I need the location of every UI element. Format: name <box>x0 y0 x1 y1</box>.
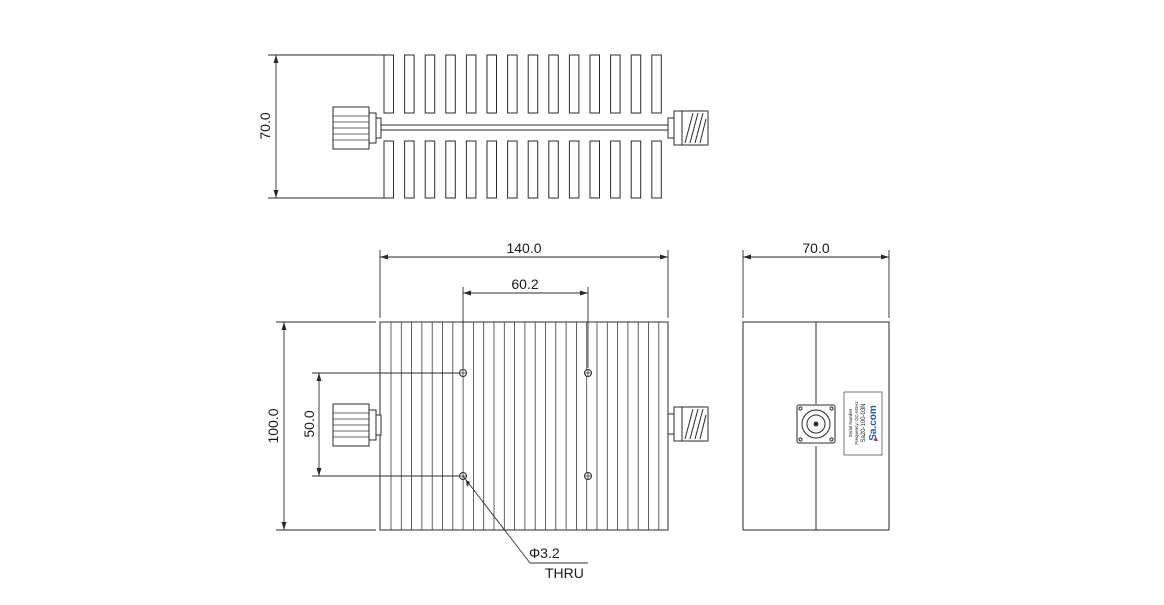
fin <box>507 54 518 114</box>
front-right-connector <box>667 406 709 442</box>
fin <box>610 140 621 199</box>
hole-diameter-label: Φ3.2 <box>529 545 560 561</box>
top-left-connector <box>332 106 382 150</box>
fin <box>404 140 415 199</box>
dim-hole-spacing-y: 50.0 <box>301 372 459 477</box>
fin <box>527 140 539 199</box>
fin <box>404 54 415 114</box>
fin <box>383 54 394 114</box>
front-left-connector <box>332 403 382 447</box>
fin <box>651 54 662 114</box>
dim-length: 140.0 <box>379 240 669 318</box>
mounting-hole <box>584 472 592 480</box>
label-line-2: Frequency: DC-6GHz <box>854 401 859 445</box>
fin <box>527 54 539 114</box>
mounting-hole <box>459 369 467 377</box>
fin <box>424 54 436 114</box>
dim-side-width: 70.0 <box>742 240 890 318</box>
top-heatsink-fins <box>383 54 662 199</box>
fin <box>548 54 559 114</box>
fin <box>630 54 642 114</box>
fin <box>630 140 642 199</box>
dim-top-height: 70.0 <box>257 54 384 199</box>
label-plate: Sa.com Sa20-100-03N Frequency: DC-6GHz S… <box>843 391 883 456</box>
fin <box>445 54 456 114</box>
top-right-connector <box>667 110 709 146</box>
fin <box>610 54 621 114</box>
dim-front-height-label: 100.0 <box>265 408 281 443</box>
mounting-hole <box>584 369 592 377</box>
front-heatsink-fins <box>390 322 660 530</box>
dim-length-label: 140.0 <box>506 240 541 256</box>
fin <box>548 140 559 199</box>
fin <box>507 140 518 199</box>
fin <box>589 140 600 199</box>
fin <box>465 54 477 114</box>
label-line-3: Serial Number <box>848 408 853 437</box>
dim-hole-spacing-y-label: 50.0 <box>301 410 317 437</box>
side-connector-face <box>796 404 836 444</box>
hole-callout: Φ3.2 THRU <box>462 475 588 581</box>
fin <box>568 54 580 114</box>
fin <box>445 140 456 199</box>
fin <box>424 140 436 199</box>
dim-front-height: 100.0 <box>265 321 376 531</box>
dim-side-width-label: 70.0 <box>802 240 829 256</box>
fin <box>383 140 394 199</box>
front-view: 140.0 60.2 100.0 50.0 <box>265 240 709 581</box>
fin <box>486 140 497 199</box>
dim-hole-spacing-x: 60.2 <box>462 276 589 368</box>
dim-top-height-label: 70.0 <box>257 112 273 139</box>
side-view: Sa.com Sa20-100-03N Frequency: DC-6GHz S… <box>742 240 890 531</box>
fin <box>486 54 497 114</box>
label-line-1: Sa20-100-03N <box>861 403 867 442</box>
fin <box>465 140 477 199</box>
fin <box>568 140 580 199</box>
label-brand: Sa.com <box>868 405 879 441</box>
hole-thru-label: THRU <box>545 565 584 581</box>
fin <box>589 54 600 114</box>
dim-hole-spacing-x-label: 60.2 <box>511 276 538 292</box>
fin <box>651 140 662 199</box>
top-view: 70.0 <box>257 54 709 199</box>
